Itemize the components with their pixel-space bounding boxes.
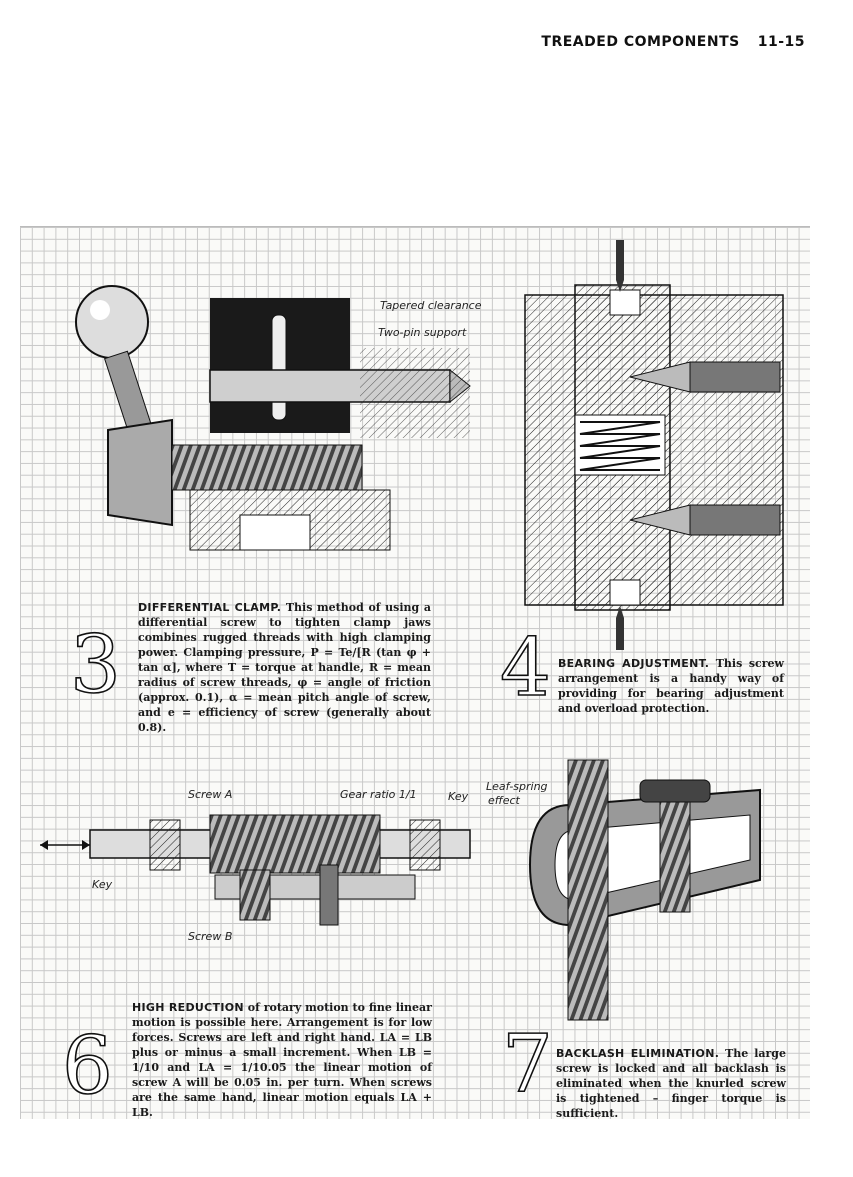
caption-bearing-adjustment: BEARING ADJUSTMENT. This screw arrangeme…: [558, 656, 784, 716]
label-screw-a: Screw A: [188, 788, 233, 801]
high-reduction-drawing: [40, 814, 471, 926]
label-gear-ratio: Gear ratio 1/1: [340, 788, 417, 801]
caption-title: BACKLASH ELIMINATION.: [556, 1047, 720, 1060]
page-header: TREADED COMPONENTS 11-15: [541, 34, 805, 50]
figure-number-3: 3: [69, 618, 122, 711]
caption-body: This screw arrangement is a handy way of…: [558, 657, 784, 715]
caption-differential-clamp: DIFFERENTIAL CLAMP. This method of using…: [138, 600, 431, 735]
caption-title: BEARING ADJUSTMENT.: [558, 657, 710, 670]
differential-clamp-drawing: [75, 285, 471, 551]
label-key-left: Key: [92, 878, 113, 891]
figure-number-4: 4: [499, 621, 552, 714]
figure-number-6: 6: [61, 1019, 114, 1112]
label-two-pin-support: Two-pin support: [378, 326, 467, 339]
caption-backlash-elimination: BACKLASH ELIMINATION. The large screw is…: [556, 1046, 786, 1121]
caption-high-reduction: HIGH REDUCTION of rotary motion to fine …: [132, 1000, 432, 1120]
caption-body: This method of using a differential scre…: [138, 601, 431, 734]
bearing-adjustment-drawing: [524, 240, 784, 650]
label-tapered-clearance: Tapered clearance: [380, 299, 482, 312]
caption-title: DIFFERENTIAL CLAMP.: [138, 601, 282, 614]
figure-number-7: 7: [501, 1017, 554, 1110]
page-number: 11-15: [757, 34, 805, 50]
label-leaf-spring: Leaf-spring: [486, 780, 548, 793]
backlash-elimination-drawing: [528, 759, 761, 1021]
header-title: TREADED COMPONENTS: [541, 34, 740, 50]
label-screw-b: Screw B: [188, 930, 233, 943]
caption-body: The large screw is locked and all backla…: [556, 1047, 786, 1120]
caption-body: of rotary motion to fine linear motion i…: [132, 1001, 432, 1119]
caption-title: HIGH REDUCTION: [132, 1001, 244, 1014]
label-key-right: Key: [448, 790, 469, 803]
label-effect: effect: [488, 794, 520, 807]
